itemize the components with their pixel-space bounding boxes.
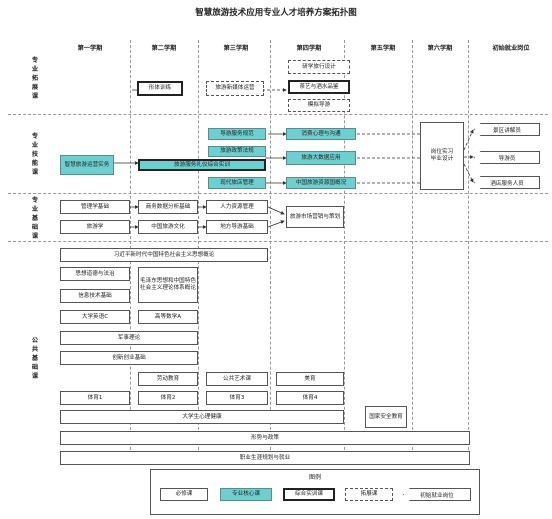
job-hotel-staff: 酒店服务人员 [474,176,540,189]
course-national-security: 国家安全教育 [365,406,407,428]
legend [150,469,480,515]
semester-1-header: 第一学期 [77,45,103,52]
course-china-culture: 中国旅游文化 [138,220,198,234]
course-service-etiquette: 旅游服务礼仪综合实训 [138,159,266,171]
course-military-theory: 军事理论 [60,331,198,345]
course-new-media: 旅游新媒体运营 [206,81,264,96]
course-public-art: 公共艺术课 [206,372,268,386]
row-divider [8,241,548,242]
legend-practicum: 综合实训课 [283,488,335,501]
course-local-guide: 地方导游基础 [206,220,268,234]
job-tour-guide: 导游员 [474,151,540,164]
grid-divider [270,40,271,460]
legend-job: 初始就业岗位 [403,488,471,501]
legend-core: 专业核心课 [220,488,272,501]
course-mock-guide: 模拟导游 [288,99,350,112]
row-divider [8,114,548,115]
legend-extension: 拓展课 [345,488,393,501]
course-situation-policy: 形势与政策 [60,431,470,445]
course-consumer-psychology: 消费心理与沟通 [286,128,356,140]
grid-divider [468,40,469,460]
diagram-title: 智慧旅游技术应用专业人才培养方案拓扑图 [195,8,357,18]
course-aesthetics: 美育 [276,372,344,386]
job-scenic-guide: 景区讲解员 [474,123,540,136]
course-it-basics: 信息技术基础 [60,289,130,303]
course-big-data: 旅游大数据应用 [286,151,356,165]
course-innovation: 创新创业基础 [60,351,198,365]
course-pe-3: 体育3 [206,391,268,405]
course-marketing: 旅游市场营销与策划 [286,206,344,228]
course-smart-tourism-ops: 智慧旅游运营实务 [60,155,114,175]
grid-divider [412,40,413,460]
jobs-header: 初始就业岗位 [492,45,530,52]
row-label-public: 公 共 基 础 课 [31,337,39,380]
semester-6-header: 第六学期 [427,45,453,52]
row-label-expand: 专 业 拓 展 课 [31,57,39,100]
course-morality-law: 思想道德与法治 [60,267,130,281]
course-study-travel: 研学旅行设计 [288,60,350,74]
course-mao-thought: 毛泽东思想和中国特色社会主义理论体系概论 [138,267,198,303]
course-labor-education: 劳动教育 [138,372,198,386]
row-divider [8,193,548,194]
legend-title: 图例 [308,474,321,481]
semester-5-header: 第五学期 [370,45,396,52]
course-tea-wine: 茶艺与酒水品鉴 [288,80,350,94]
course-hr-management: 人力资源管理 [206,200,268,214]
legend-required: 必修课 [160,488,208,501]
row-label-basic: 专 业 基 础 课 [31,197,39,240]
course-tourism-law: 旅游政策法规 [208,146,266,157]
course-business-data: 商务数据分析基础 [138,200,198,214]
semester-2-header: 第二学期 [151,45,177,52]
course-hotel-management: 现代旅店管理 [208,177,266,189]
internship-thesis: 岗位实习 毕业设计 [420,122,464,190]
course-guide-standards: 导游服务规范 [208,128,266,140]
semester-4-header: 第四学期 [296,45,322,52]
course-xi-thought: 习近平新时代中国特色社会主义思想概论 [60,248,268,262]
course-pe-1: 体育1 [60,391,130,405]
course-tourism-studies: 旅游学 [60,220,130,234]
course-math: 高等数学A [138,310,198,324]
course-management-basics: 管理学基础 [60,200,130,214]
course-china-resources: 中国旅游资源国概况 [286,177,356,189]
course-mental-health: 大学生心理健康 [60,410,344,424]
course-pe-2: 体育2 [138,391,198,405]
course-english: 大学英语C [60,310,130,324]
semester-3-header: 第三学期 [223,45,249,52]
row-label-skill: 专 业 技 能 课 [31,133,39,176]
course-career-planning: 职业生涯规划与就业 [60,451,470,465]
grid-divider [344,40,345,460]
course-body-training: 形体训练 [137,81,183,96]
course-pe-4: 体育4 [276,391,344,405]
